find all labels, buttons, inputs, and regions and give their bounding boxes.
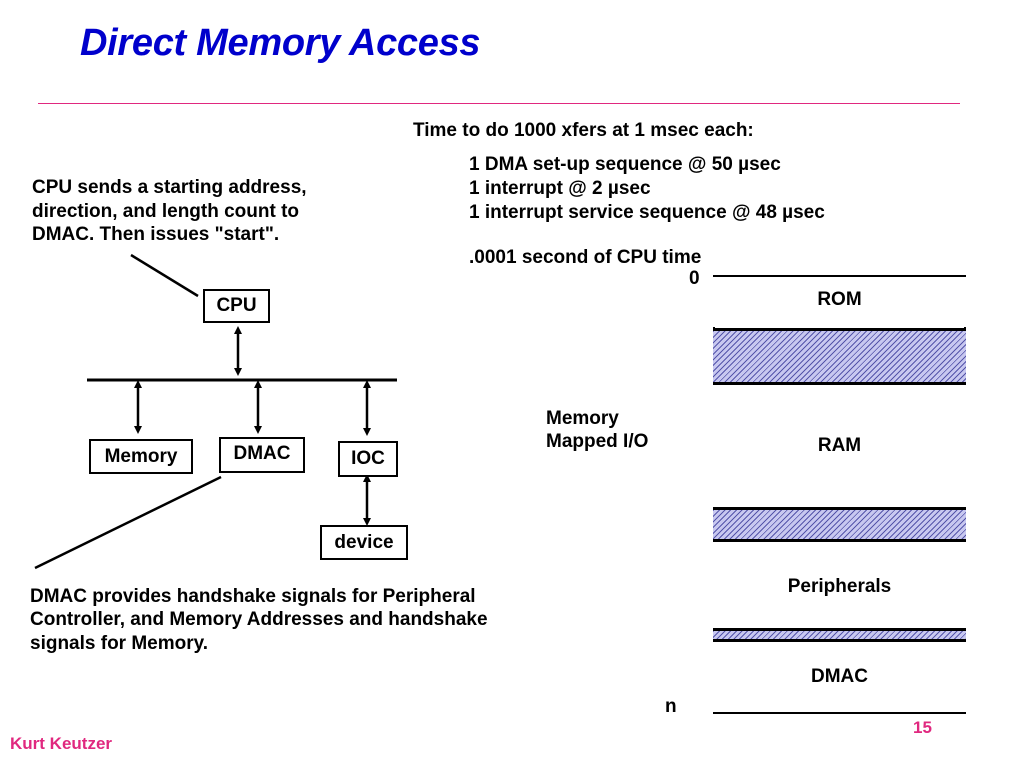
device-box: device	[320, 525, 408, 560]
memory-box: Memory	[89, 439, 193, 474]
footer-author: Kurt Keutzer	[10, 734, 113, 753]
region-label: Peripherals	[787, 576, 892, 597]
dmac-note-line: signals for Memory.	[30, 633, 209, 654]
dmac-box: DMAC	[219, 437, 305, 473]
memory-mapped-io-label: Mapped I/O	[546, 431, 649, 452]
cpu-box: CPU	[203, 289, 270, 323]
cpu-note-line: CPU sends a starting address,	[32, 177, 307, 198]
slide-title: Direct Memory Access	[80, 22, 481, 64]
timing-item: 1 interrupt service sequence @ 48 µsec	[469, 202, 825, 223]
cpu-note-line: direction, and length count to	[32, 201, 300, 222]
memory-mapped-io-label: Memory	[546, 408, 619, 429]
region-label: DMAC	[811, 666, 868, 687]
ioc-box: IOC	[338, 441, 398, 477]
memory-region-hatched	[713, 507, 966, 542]
timing-item: 1 interrupt @ 2 µsec	[469, 178, 651, 199]
timing-item: 1 DMA set-up sequence @ 50 µsec	[469, 154, 781, 175]
dmac-callout-line	[34, 475, 222, 570]
address-start-label: 0	[689, 268, 700, 289]
cpu-callout-line	[130, 253, 199, 298]
page-number: 15	[913, 718, 932, 737]
dmac-note-line: Controller, and Memory Addresses and han…	[30, 609, 488, 630]
region-label: ROM	[817, 289, 862, 310]
title-divider	[38, 103, 960, 104]
memory-region-rom: ROM	[713, 277, 966, 327]
cpu-note-line: DMAC. Then issues "start".	[32, 224, 280, 245]
address-end-label: n	[665, 696, 677, 717]
timing-total: .0001 second of CPU time	[469, 247, 702, 268]
region-label: RAM	[817, 435, 862, 456]
memory-region-dmac: DMAC	[713, 642, 966, 712]
memory-region-hatched	[713, 328, 966, 385]
memory-region-peripherals: Peripherals	[713, 542, 966, 628]
memory-region-ram: RAM	[713, 385, 966, 507]
dmac-note-line: DMAC provides handshake signals for Peri…	[30, 586, 476, 607]
memory-region-hatched	[713, 628, 966, 642]
timing-heading: Time to do 1000 xfers at 1 msec each:	[413, 120, 754, 141]
